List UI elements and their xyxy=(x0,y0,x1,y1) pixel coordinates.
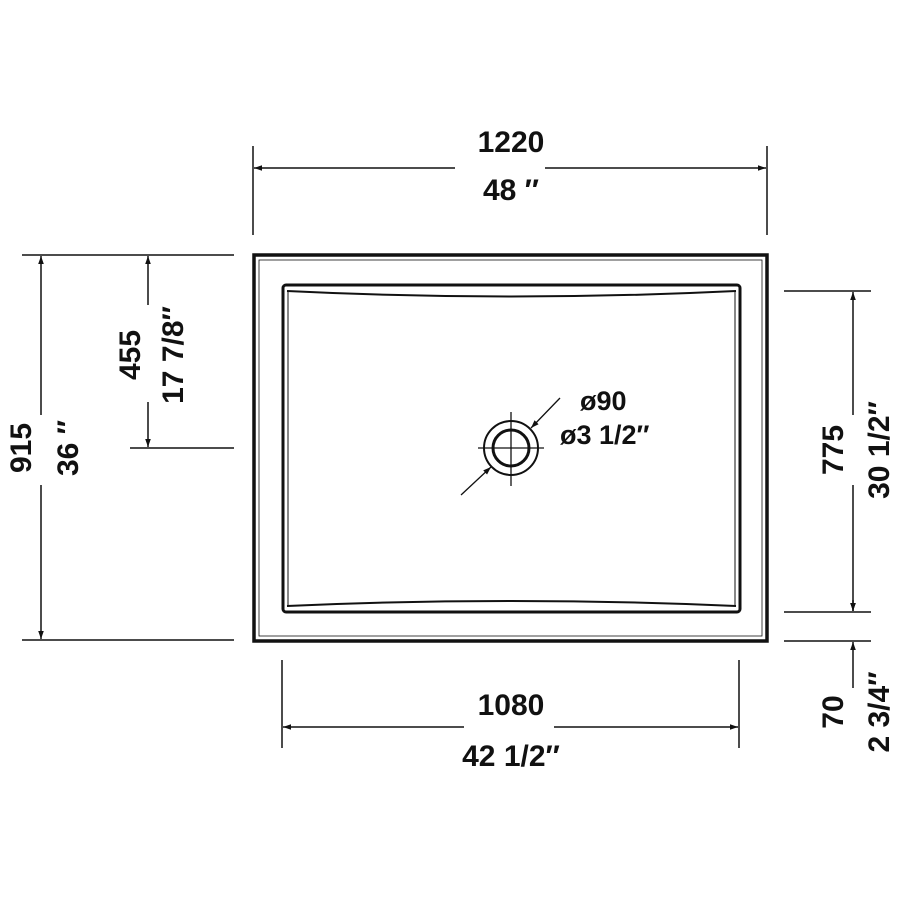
dim-overall-depth: 915 36 ″ xyxy=(5,254,234,641)
svg-text:48 ″: 48 ″ xyxy=(483,174,539,207)
svg-text:30 1/2″: 30 1/2″ xyxy=(863,401,896,499)
svg-text:36 ″: 36 ″ xyxy=(52,420,85,476)
svg-text:42 1/2″: 42 1/2″ xyxy=(462,740,560,773)
svg-text:1080: 1080 xyxy=(478,689,545,722)
dim-overall-width: 1220 48 ″ xyxy=(252,126,768,235)
basin-outline xyxy=(281,283,742,614)
svg-text:70: 70 xyxy=(817,695,850,728)
svg-text:17 7/8″: 17 7/8″ xyxy=(157,306,190,404)
svg-text:ø3 1/2″: ø3 1/2″ xyxy=(560,420,650,450)
svg-text:915: 915 xyxy=(5,423,38,473)
drain-diameter-label: ø90 ø3 1/2″ xyxy=(560,386,650,450)
svg-text:455: 455 xyxy=(114,330,147,380)
svg-text:ø90: ø90 xyxy=(580,386,627,416)
tray-outline xyxy=(252,253,769,643)
svg-text:775: 775 xyxy=(817,425,850,475)
dim-inner-width: 1080 42 1/2″ xyxy=(281,660,740,773)
svg-text:1220: 1220 xyxy=(478,126,545,159)
dim-rim: 70 2 3/4″ xyxy=(784,600,896,753)
svg-text:2 3/4″: 2 3/4″ xyxy=(863,671,896,752)
drain-icon xyxy=(460,397,561,496)
dim-inner-depth: 775 30 1/2″ xyxy=(784,290,896,613)
dim-drain-offset: 455 17 7/8″ xyxy=(114,256,234,449)
